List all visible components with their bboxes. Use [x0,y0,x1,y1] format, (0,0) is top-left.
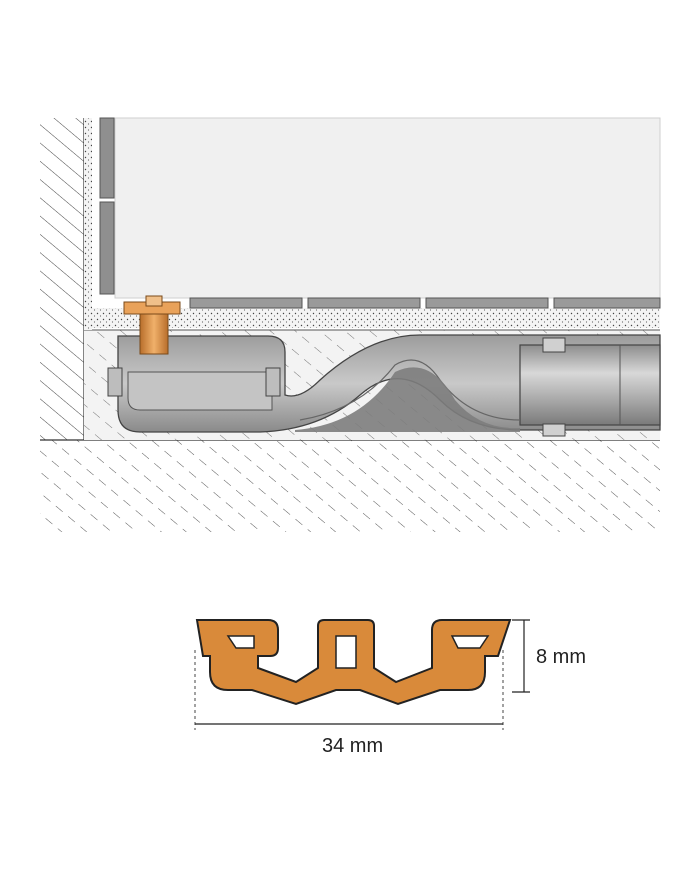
height-label: 8 mm [536,646,586,668]
profile-icon [195,619,512,706]
width-label: 34 mm [322,735,383,757]
drain-icon [123,295,181,355]
drain-body [107,334,661,437]
height-dimension: 8 mm [512,619,586,693]
floor-tiles [189,297,661,309]
adhesive-bed [84,118,660,330]
width-dimension: 34 mm [194,650,504,757]
wall-section [40,118,85,440]
wall-panel [114,117,661,299]
wall-tiles [99,117,115,295]
floor-slab-section [40,439,660,532]
